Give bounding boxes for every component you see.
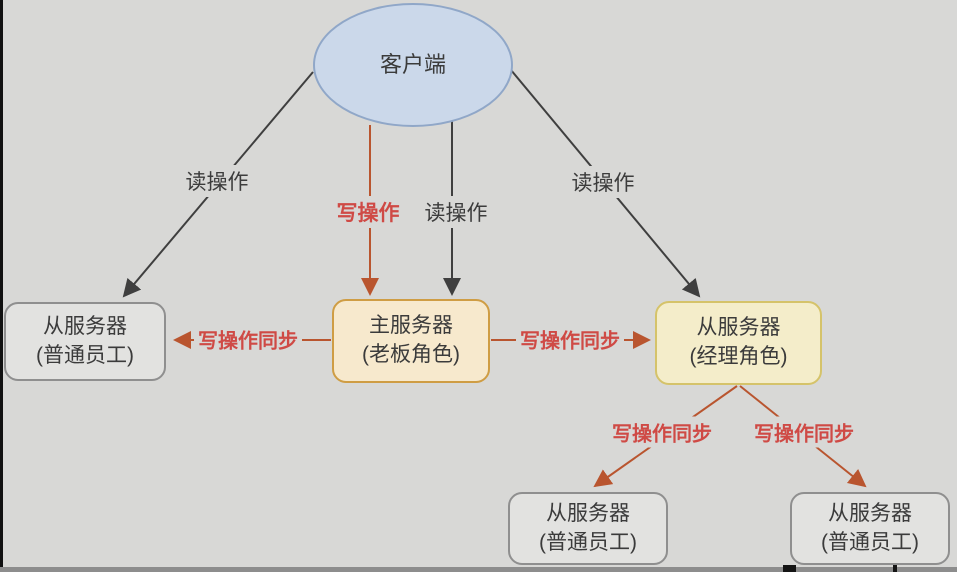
- node-slave-bottom-right: 从服务器 (普通员工): [790, 492, 950, 565]
- edge-label-sync-right: 写操作同步: [516, 323, 624, 355]
- node-slave-bottom-right-title: 从服务器: [828, 501, 912, 525]
- node-slave-bottom-left-role: (普通员工): [539, 530, 637, 554]
- node-slave-left: 从服务器 (普通员工): [4, 302, 166, 381]
- edge-label-read-left: 读操作: [181, 165, 253, 197]
- node-master-role: (老板角色): [362, 343, 460, 366]
- node-slave-manager-role: (经理角色): [689, 345, 788, 368]
- node-slave-bottom-left: 从服务器 (普通员工): [508, 492, 668, 565]
- node-client-label: 客户端: [379, 51, 446, 77]
- node-slave-bottom-right-role: (普通员工): [821, 530, 919, 554]
- node-slave-manager: 从服务器 (经理角色): [655, 301, 822, 385]
- node-master-title: 主服务器: [369, 314, 453, 338]
- node-slave-manager-title: 从服务器: [696, 316, 781, 340]
- node-slave-bottom-left-title: 从服务器: [546, 501, 630, 525]
- node-client: 客户端: [313, 3, 513, 127]
- screen-edge-left: [0, 0, 3, 572]
- screen-edge-bottom: [0, 567, 957, 572]
- node-master: 主服务器 (老板角色): [332, 299, 490, 383]
- edge-label-sync-bottom-right: 写操作同步: [750, 416, 858, 448]
- node-slave-left-title: 从服务器: [43, 314, 127, 338]
- edge-label-read-right: 读操作: [567, 166, 639, 198]
- screen-edge-notch-b: [893, 565, 897, 572]
- edge-label-sync-bottom-left: 写操作同步: [608, 416, 716, 448]
- screen-edge-notch-a: [783, 565, 796, 572]
- edge-label-sync-left: 写操作同步: [194, 323, 302, 355]
- edge-label-read-center: 读操作: [420, 196, 492, 228]
- node-slave-left-role: (普通员工): [36, 343, 134, 367]
- edge-label-write-center: 写操作: [332, 196, 404, 228]
